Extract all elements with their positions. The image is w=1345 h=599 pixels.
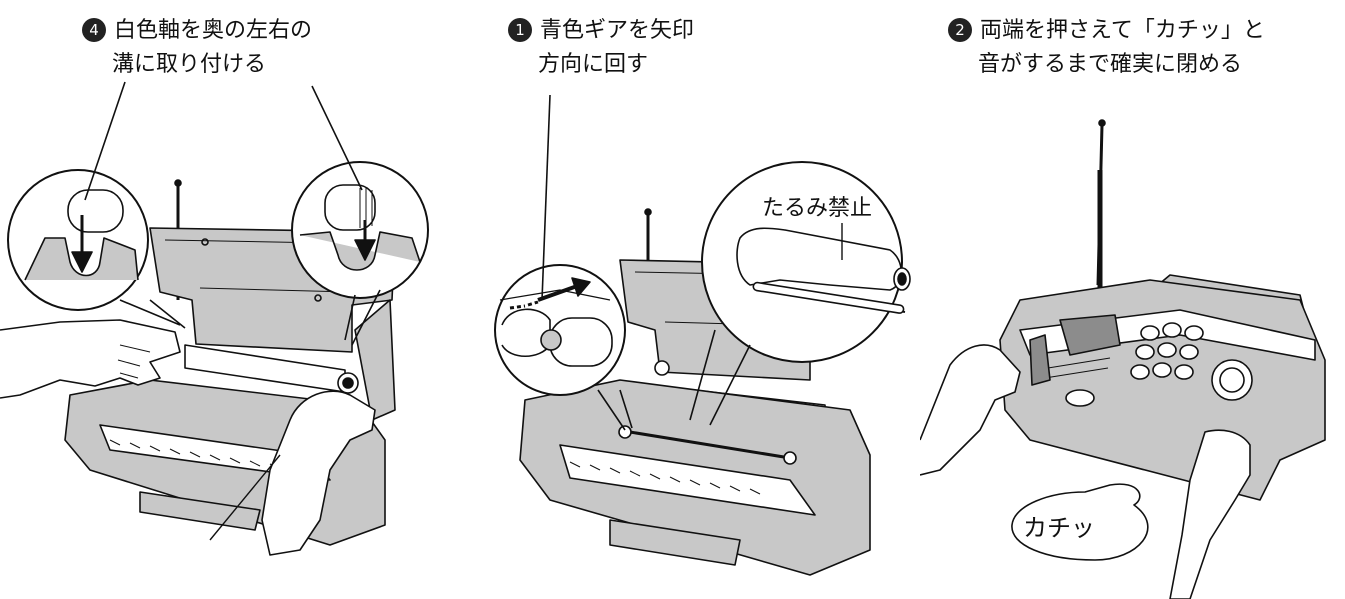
step-4-line2: 溝に取り付ける	[112, 52, 267, 77]
no-slack-label: たるみ禁止	[762, 196, 873, 221]
fax-gear-illustration	[494, 94, 911, 576]
step-2-panel: 2 両端を押さえて「カチッ」と 音がするまで確実に閉める	[920, 0, 1345, 599]
step-2-caption: 2 両端を押さえて「カチッ」と 音がするまで確実に閉める	[948, 14, 1265, 82]
step-1-badge: 1	[508, 18, 532, 42]
step-4-badge: 4	[82, 18, 106, 42]
fax-open-illustration	[0, 81, 429, 556]
step-1-line2: 方向に回す	[538, 52, 649, 77]
step-1-caption: 1 青色ギアを矢印 方向に回す	[508, 14, 694, 82]
fax-closed-illustration	[920, 119, 1326, 599]
step-2-badge: 2	[948, 18, 972, 42]
step-4-panel: 4 白色軸を奥の左右の 溝に取り付ける	[0, 0, 450, 599]
step-1-line1: 青色ギアを矢印	[540, 18, 695, 43]
step-2-line1: 両端を押さえて「カチッ」と	[980, 18, 1265, 43]
step-1-panel: 1 青色ギアを矢印 方向に回す	[450, 0, 920, 599]
step-2-line2: 音がするまで確実に閉める	[978, 52, 1243, 77]
step-4-caption: 4 白色軸を奥の左右の 溝に取り付ける	[82, 14, 312, 82]
step-4-line1: 白色軸を奥の左右の	[114, 18, 313, 43]
click-sound-label: カチッ	[1023, 514, 1095, 542]
